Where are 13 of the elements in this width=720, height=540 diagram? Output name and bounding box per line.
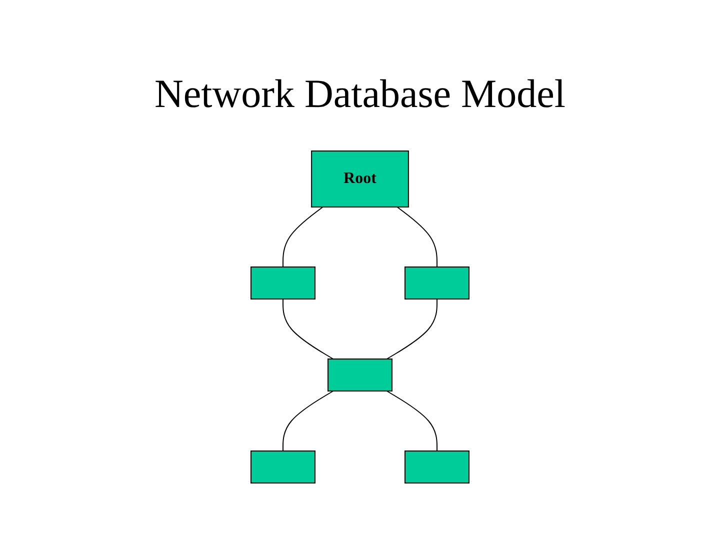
connector [282,298,334,360]
connector [396,206,438,268]
node-box [404,266,470,300]
node-box [404,450,470,484]
diagram-title: Network Database Model [154,70,566,117]
connector [282,206,324,268]
connector [386,390,438,452]
connector [386,298,438,360]
node-box [328,358,392,392]
node-box [250,450,316,484]
connector [282,390,334,452]
node-box [250,266,316,300]
node-box: Root [311,150,409,208]
